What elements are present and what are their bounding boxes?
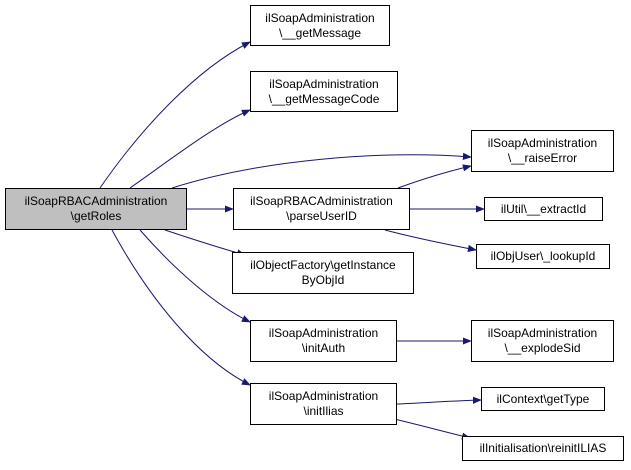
node-label-line1: ilSoapRBACAdministration <box>24 194 168 208</box>
edge-init-ilias-to-reinit-ilias <box>389 417 471 440</box>
node-label-line2: \__explodeSid <box>504 341 581 355</box>
node-label-line2: \parseUserID <box>286 209 357 223</box>
node-extract-id[interactable]: ilUtil\__extractId <box>484 197 603 221</box>
node-get-message[interactable]: ilSoapAdministration \__getMessage <box>250 5 390 46</box>
edge-root-to-get-message <box>99 41 251 189</box>
node-label-line2: \initAuth <box>301 341 346 355</box>
node-label-line1: ilUtil\__extractId <box>500 201 587 216</box>
node-reinit-ilias[interactable]: ilInitialisation\reinitILIAS <box>462 436 624 461</box>
edge-parse-user-id-to-lookup-id <box>384 229 477 252</box>
node-parse-user-id[interactable]: ilSoapRBACAdministration \parseUserID <box>233 188 410 230</box>
node-label-line1: ilObjectFactory\getInstance <box>250 258 396 272</box>
node-label-line1: ilInitialisation\reinitILIAS <box>479 441 607 455</box>
node-label-line1: ilSoapAdministration <box>487 136 598 150</box>
edge-parse-user-id-to-raise-error <box>397 164 472 189</box>
node-label-line2: \__getMessage <box>278 25 362 40</box>
node-label-line2: \__getMessageCode <box>268 91 380 106</box>
edge-root-to-get-message-code <box>129 109 251 189</box>
node-lookup-id[interactable]: ilObjUser\_lookupId <box>476 244 610 269</box>
edge-root-to-raise-error <box>171 152 472 189</box>
node-label-line1: ilSoapAdministration <box>265 10 375 25</box>
node-label-line1: ilObjUser\_lookupId <box>490 249 596 263</box>
node-get-type[interactable]: ilContext\getType <box>481 387 605 411</box>
edge-root-to-init-auth <box>139 229 251 323</box>
node-label-line1: ilContext\getType <box>496 391 590 406</box>
node-label-line1: ilSoapAdministration <box>269 76 379 91</box>
node-get-instance-by-obj-id[interactable]: ilObjectFactory\getInstance ByObjId <box>232 252 414 294</box>
node-label-line2: \__raiseError <box>507 151 578 165</box>
node-root-get-roles: ilSoapRBACAdministration \getRoles <box>5 188 187 230</box>
node-get-message-code[interactable]: ilSoapAdministration \__getMessageCode <box>250 71 398 112</box>
node-init-ilias[interactable]: ilSoapAdministration \initIlias <box>250 383 397 425</box>
node-label-line2: \getRoles <box>70 209 122 223</box>
node-raise-error[interactable]: ilSoapAdministration \__raiseError <box>471 130 614 172</box>
edge-init-ilias-to-get-type <box>396 396 482 405</box>
node-label-line1: ilSoapAdministration <box>487 326 598 340</box>
node-label-line2: \initIlias <box>303 404 344 418</box>
node-label-line1: ilSoapAdministration <box>268 326 379 340</box>
node-label-line2: ByObjId <box>301 273 345 287</box>
node-label-line1: ilSoapRBACAdministration <box>250 194 393 208</box>
node-label-line1: ilSoapAdministration <box>268 389 379 403</box>
node-init-auth[interactable]: ilSoapAdministration \initAuth <box>250 320 397 362</box>
node-explode-sid[interactable]: ilSoapAdministration \__explodeSid <box>471 320 614 362</box>
edge-root-to-init-ilias <box>111 229 251 386</box>
